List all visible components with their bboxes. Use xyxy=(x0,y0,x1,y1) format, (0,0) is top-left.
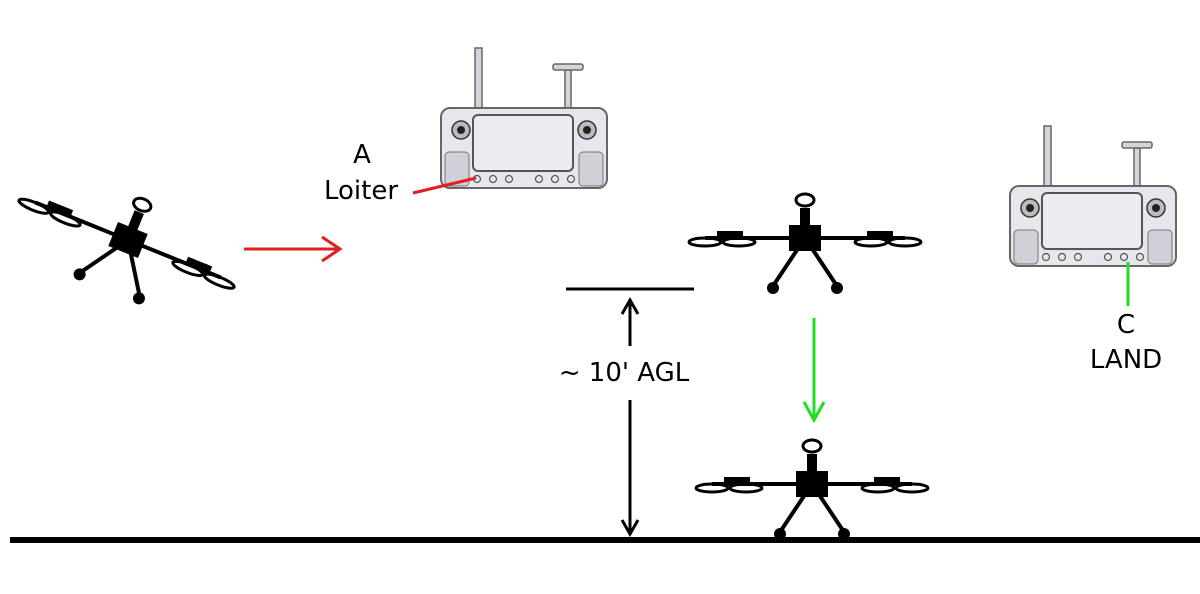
remote-controller-icon xyxy=(1009,125,1177,267)
loiter-pointer-line xyxy=(412,176,477,195)
label-a-letter: A xyxy=(353,140,371,170)
remote-controller-icon xyxy=(440,47,608,189)
label-c-letter: C xyxy=(1117,310,1135,340)
altitude-label: ~ 10' AGL xyxy=(559,358,690,388)
descent-arrow xyxy=(802,318,826,424)
quadcopter-icon xyxy=(0,153,255,338)
label-c-mode: LAND xyxy=(1090,345,1162,375)
label-a-mode: Loiter xyxy=(324,176,398,206)
altitude-dimension-arrow xyxy=(620,296,640,538)
quadcopter-icon xyxy=(694,438,930,542)
quadcopter-icon xyxy=(687,192,923,296)
forward-flight-arrow xyxy=(244,235,343,263)
